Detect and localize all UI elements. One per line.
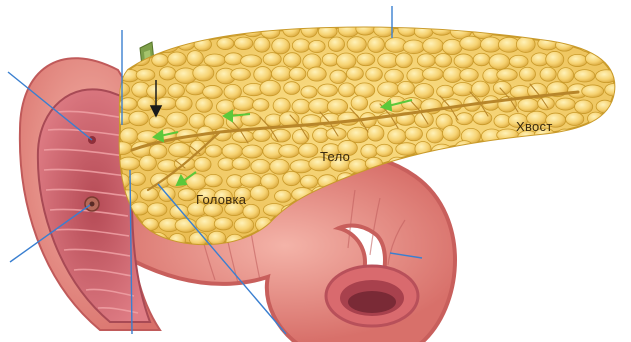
label-body: Тело — [320, 149, 350, 164]
label-head: Головка — [196, 192, 246, 207]
label-tail: Хвост — [516, 119, 553, 134]
